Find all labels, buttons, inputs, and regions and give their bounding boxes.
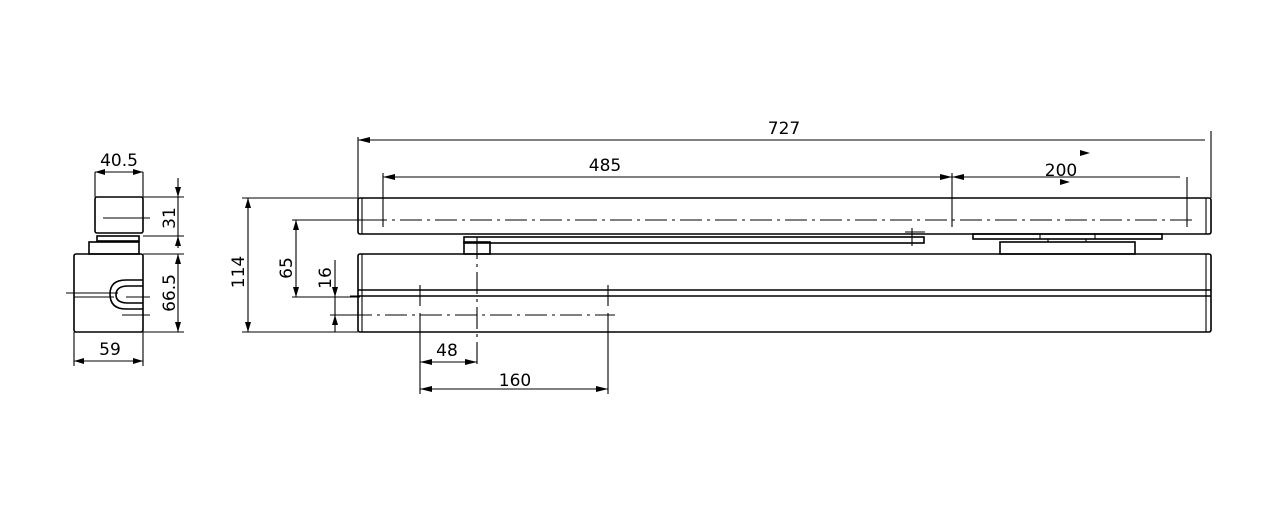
- dim-rail-offset: 16: [316, 267, 336, 289]
- arrow-marker-top: [1080, 150, 1090, 156]
- dim-fixing-span: 485: [589, 156, 621, 176]
- dim-arm-offset: 65: [277, 257, 297, 279]
- dim-side-width-top: 40.5: [100, 151, 138, 171]
- dim-pivot-offset: 48: [436, 341, 458, 361]
- dim-side-width-body: 59: [99, 340, 121, 360]
- arrow-marker-mid: [1060, 179, 1070, 185]
- front-view: 114 65 16 727 485 200 48: [229, 119, 1212, 394]
- dim-overall-height: 114: [229, 256, 249, 288]
- dim-side-height-top: 31: [160, 207, 180, 229]
- dim-right-span: 200: [1045, 161, 1077, 181]
- dim-overall-length: 727: [768, 119, 800, 139]
- dim-hole-spacing: 160: [499, 371, 531, 391]
- dim-side-height-body: 66.5: [160, 274, 180, 312]
- side-view: 40.5 31 66.5 59: [66, 151, 184, 366]
